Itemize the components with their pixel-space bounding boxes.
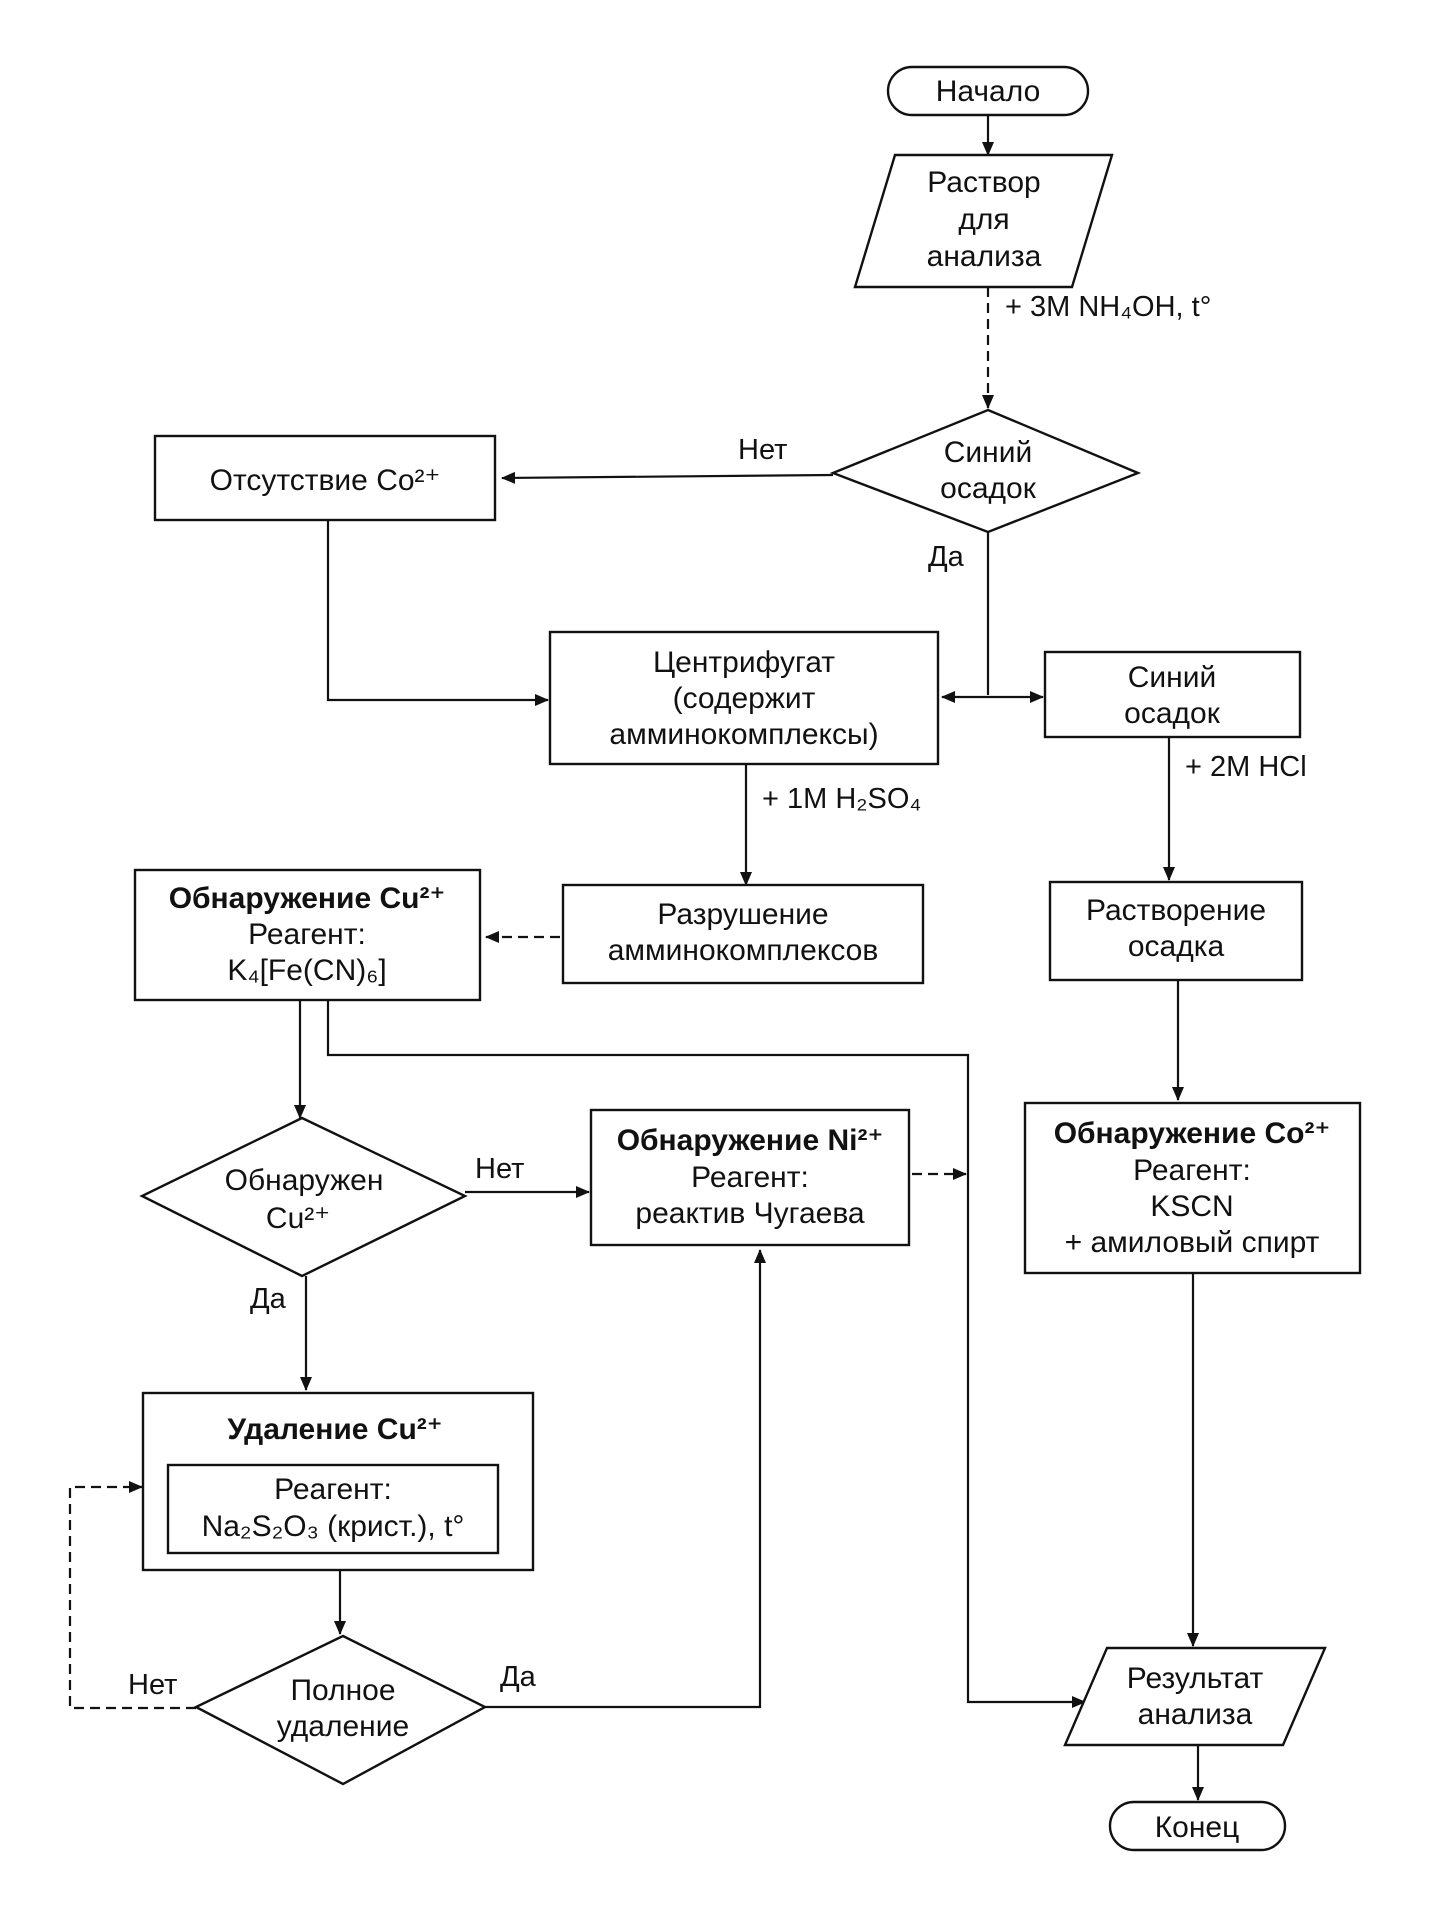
- remove-cu-reagent-box: [166, 1463, 500, 1555]
- detect-ni-box: Обнаружение Ni²⁺ Реагент: реактив Чугаев…: [589, 1108, 911, 1247]
- decision-full-line-2: удаление: [277, 1710, 409, 1743]
- connectors: [68, 114, 1204, 1801]
- detect-cu-line-1: Реагент:: [248, 918, 366, 951]
- remove-cu-title: Удаление Cu²⁺: [227, 1413, 442, 1446]
- dissolve-line-1: Растворение: [1086, 894, 1266, 927]
- label-nh4oh: + 3M NH₄OH, t°: [1005, 291, 1211, 323]
- edge-labels: + 3M NH₄OH, t° Нет Да + 1M H₂SO₄ + 2M HC…: [128, 291, 1307, 1701]
- label-yes-2: Да: [250, 1283, 287, 1315]
- decision-cu-detected: Обнаружен Cu²⁺: [139, 1116, 468, 1278]
- input-line-1: Раствор: [927, 166, 1040, 199]
- decision-cu-line-1: Обнаружен: [225, 1164, 384, 1197]
- label-yes-3: Да: [500, 1661, 537, 1693]
- detect-co-line-2: KSCN: [1150, 1190, 1233, 1223]
- detect-co-box: Обнаружение Co²⁺ Реагент: KSCN + амиловы…: [1023, 1101, 1362, 1275]
- edge-decision-no-co: [501, 471, 834, 484]
- label-yes-1: Да: [928, 541, 965, 573]
- detect-co-line-1: Реагент:: [1133, 1154, 1251, 1187]
- label-no-2: Нет: [475, 1153, 524, 1185]
- detect-ni-line-2: реактив Чугаева: [635, 1197, 865, 1230]
- edge-detectcu-result: [326, 1000, 1086, 1708]
- centrifugate-line-2: (содержит: [673, 682, 816, 715]
- decision-blue-precipitate: Синий осадок: [829, 408, 1142, 534]
- destroy-line-2: амминокомплексов: [608, 934, 879, 967]
- blue-ppt-line-1: Синий: [1128, 661, 1217, 694]
- detect-ni-title: Обнаружение Ni²⁺: [617, 1124, 884, 1157]
- detect-ni-line-1: Реагент:: [691, 1161, 809, 1194]
- centrifugate-line-1: Центрифугат: [653, 646, 835, 679]
- start-terminal: Начало: [886, 65, 1090, 117]
- detect-co-title: Обнаружение Co²⁺: [1054, 1117, 1331, 1150]
- decision-cu-line-2: Cu²⁺: [266, 1202, 330, 1235]
- label-no-1: Нет: [738, 434, 787, 466]
- end-label: Конец: [1155, 1811, 1240, 1844]
- label-no-3: Нет: [128, 1669, 177, 1701]
- input-line-2: для: [958, 203, 1009, 236]
- end-terminal: Конец: [1108, 1800, 1287, 1852]
- result-line-2: анализа: [1138, 1698, 1253, 1731]
- no-co-box: Отсутствие Co²⁺: [153, 434, 497, 522]
- edge-no-co-centrifugate: [326, 520, 549, 706]
- dissolve-line-2: осадка: [1128, 930, 1225, 963]
- destroy-complexes-box: Разрушение амминокомплексов: [561, 883, 925, 985]
- start-label: Начало: [936, 75, 1041, 108]
- centrifugate-box: Центрифугат (содержит амминокомплексы): [548, 630, 940, 766]
- result-line-1: Результат: [1127, 1662, 1264, 1695]
- decision-full-removal: Полное удаление: [193, 1634, 488, 1786]
- remove-cu-box: Удаление Cu²⁺ Реагент: Na₂S₂O₃ (крист.),…: [141, 1391, 535, 1572]
- blue-ppt-line-2: осадок: [1124, 697, 1221, 730]
- input-line-3: анализа: [927, 240, 1042, 273]
- blue-precipitate-box: Синий осадок: [1043, 650, 1302, 739]
- decision-blue-line-2: осадок: [940, 472, 1037, 505]
- decision-blue-line-1: Синий: [944, 436, 1033, 469]
- label-hcl: + 2M HCl: [1185, 751, 1307, 783]
- detect-cu-title: Обнаружение Cu²⁺: [169, 882, 446, 915]
- detect-cu-line-2: K₄[Fe(CN)₆]: [227, 954, 386, 987]
- destroy-line-1: Разрушение: [657, 898, 828, 931]
- input-parallelogram: Раствор для анализа: [853, 153, 1114, 289]
- detect-cu-box: Обнаружение Cu²⁺ Реагент: K₄[Fe(CN)₆]: [133, 868, 482, 1002]
- no-co-label: Отсутствие Co²⁺: [210, 464, 441, 497]
- remove-cu-line-2: Na₂S₂O₃ (крист.), t°: [202, 1510, 465, 1543]
- edge-decisionfull-detectni: [485, 1249, 766, 1709]
- centrifugate-line-3: амминокомплексы): [609, 718, 878, 751]
- dissolve-box: Растворение осадка: [1048, 880, 1304, 982]
- result-parallelogram: Результат анализа: [1063, 1646, 1327, 1747]
- decision-full-line-1: Полное: [290, 1674, 395, 1707]
- remove-cu-line-1: Реагент:: [274, 1473, 392, 1506]
- label-h2so4: + 1M H₂SO₄: [762, 783, 921, 815]
- detect-co-line-3: + амиловый спирт: [1065, 1226, 1320, 1259]
